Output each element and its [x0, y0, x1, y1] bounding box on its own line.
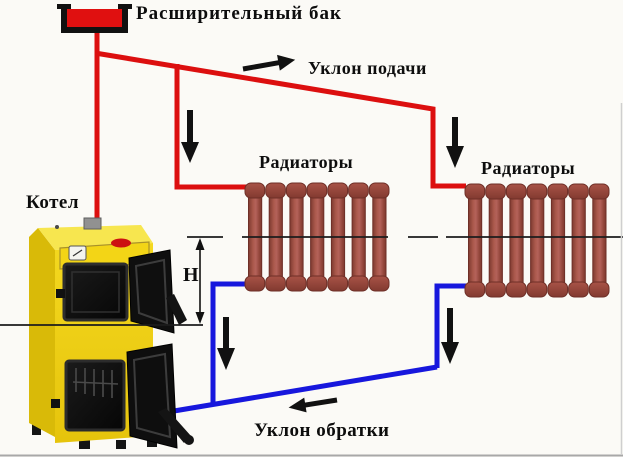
supply-pipe-main-slope	[94, 50, 466, 189]
expansion-tank-label: Расширительный бак	[136, 3, 342, 24]
return-pipe-right-radiator	[434, 283, 466, 368]
boiler-lower-door-latch	[51, 399, 60, 408]
expansion-tank	[57, 4, 132, 33]
return-pipe-left-radiator	[210, 281, 247, 404]
boiler-left-side	[29, 228, 55, 437]
down-arrow-left-branch	[181, 110, 199, 163]
tank-water-fill	[67, 9, 123, 28]
boiler-label: Котел	[26, 192, 80, 213]
height-label: Н	[183, 264, 200, 286]
ground-area	[0, 457, 623, 467]
radiators-left-label: Радиаторы	[259, 152, 354, 172]
flow-arrows	[181, 54, 464, 413]
return-pipe-blue	[149, 281, 466, 418]
boiler-upper-door-open	[128, 249, 175, 334]
boiler-upper-door-latch	[56, 289, 65, 298]
supply-direction-arrow	[242, 54, 296, 72]
boiler-brand-logo	[111, 238, 131, 248]
boiler-upper-door-handle	[166, 294, 187, 325]
radiator-right	[464, 183, 610, 298]
down-arrow-return-right	[441, 308, 459, 364]
boiler-lower-door-open	[126, 343, 178, 449]
boiler-lower-door-handle	[158, 408, 191, 443]
supply-slope-label: Уклон подачи	[308, 58, 427, 78]
boiler-flue-stub	[83, 217, 102, 230]
radiators-right-label: Радиаторы	[481, 158, 576, 178]
down-arrow-right-branch	[446, 117, 464, 168]
boiler-graphic	[29, 217, 194, 449]
return-slope-label: Уклон обратки	[254, 420, 390, 441]
return-pipe-slope	[149, 364, 438, 418]
height-dimension-arrow	[195, 238, 205, 324]
supply-pipe-branch-left-radiator	[174, 64, 247, 190]
supply-pipe-red	[94, 28, 466, 226]
return-direction-arrow	[288, 397, 338, 413]
down-arrow-return-left	[217, 317, 235, 370]
